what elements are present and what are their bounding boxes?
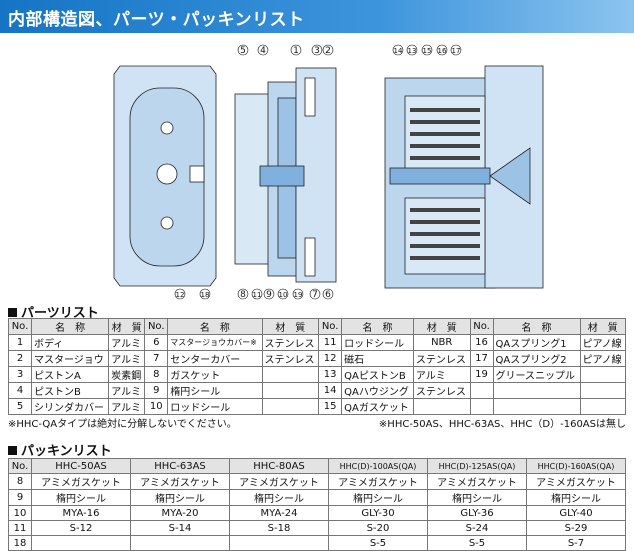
drawing-label: 3 [314,46,320,56]
drawing-label: 13 [408,47,417,55]
drawing-label: 2 [325,46,331,56]
drawing-label: 14 [394,47,403,55]
drawing-label: 4 [260,46,266,56]
drawing-label: 19 [294,291,303,299]
page-title: 内部構造図、パーツ・パッキンリスト [8,10,305,30]
drawing-label: 5 [240,46,246,56]
drawing-label: 1 [293,46,299,56]
drawing-label: 6 [325,290,331,300]
drawing-label: 9 [266,290,272,300]
packing-list-heading: パッキンリスト [8,440,112,459]
parts-note-left: ※HHC-QAタイプは絶対に分解しないでください。 [8,419,237,430]
parts-list-heading: パーツリスト [8,302,99,321]
drawing-label: 8 [240,290,246,300]
drawing-label: 18 [201,291,210,299]
drawing-label: 12 [176,291,185,299]
parts-table: No.名 称材 質 No.名 称材 質 No.名 称材 質 No.名 称材 質 … [8,318,627,415]
drawing-label: 7 [312,290,318,300]
drawing-label: 10 [279,291,288,299]
drawing-label: 11 [253,291,262,299]
title-banner: 内部構造図、パーツ・パッキンリスト [0,0,634,33]
drawing-label: 16 [438,47,447,55]
drawing-label: 17 [452,47,461,55]
internal-structure-drawing: 5 4 1 3 2 12 18 8 11 9 10 19 7 6 14 13 1… [113,44,544,300]
parts-note-right: ※HHC-50AS、HHC-63AS、HHC（D）-160ASは無し [378,419,626,430]
drawing-label: 15 [423,47,432,55]
